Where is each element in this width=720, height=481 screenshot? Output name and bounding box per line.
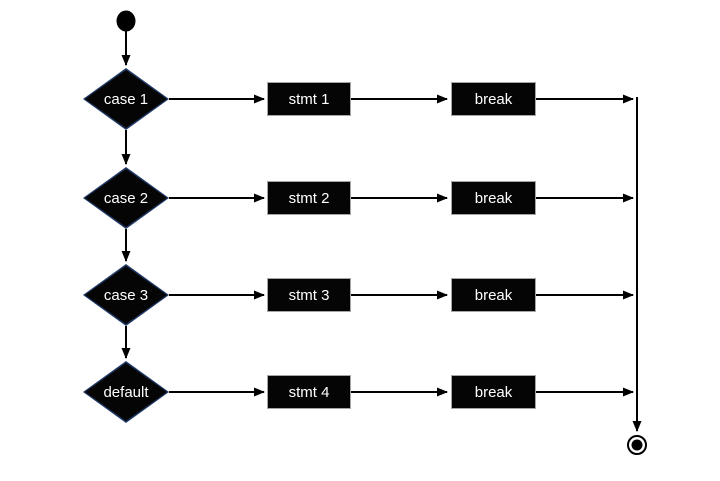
decision-case-1: case 1 bbox=[83, 68, 169, 130]
process-label: break bbox=[474, 383, 513, 401]
start-node bbox=[116, 10, 136, 32]
process-label: stmt 2 bbox=[288, 189, 330, 207]
process-label: stmt 1 bbox=[288, 90, 330, 108]
decision-label: case 1 bbox=[103, 90, 149, 108]
process-break-2: break bbox=[451, 181, 536, 215]
process-stmt-2: stmt 2 bbox=[267, 181, 351, 215]
process-break-4: break bbox=[451, 375, 536, 409]
decision-label: case 3 bbox=[103, 286, 149, 304]
process-stmt-1: stmt 1 bbox=[267, 82, 351, 116]
end-node-core bbox=[631, 439, 643, 451]
process-stmt-4: stmt 4 bbox=[267, 375, 351, 409]
process-break-1: break bbox=[451, 82, 536, 116]
process-label: stmt 4 bbox=[288, 383, 330, 401]
decision-default: default bbox=[83, 361, 169, 423]
decision-label: default bbox=[103, 383, 149, 401]
process-label: break bbox=[474, 90, 513, 108]
decision-label: case 2 bbox=[103, 189, 149, 207]
decision-case-2: case 2 bbox=[83, 167, 169, 229]
process-label: break bbox=[474, 189, 513, 207]
decision-case-3: case 3 bbox=[83, 264, 169, 326]
process-label: break bbox=[474, 286, 513, 304]
process-stmt-3: stmt 3 bbox=[267, 278, 351, 312]
process-break-3: break bbox=[451, 278, 536, 312]
process-label: stmt 3 bbox=[288, 286, 330, 304]
